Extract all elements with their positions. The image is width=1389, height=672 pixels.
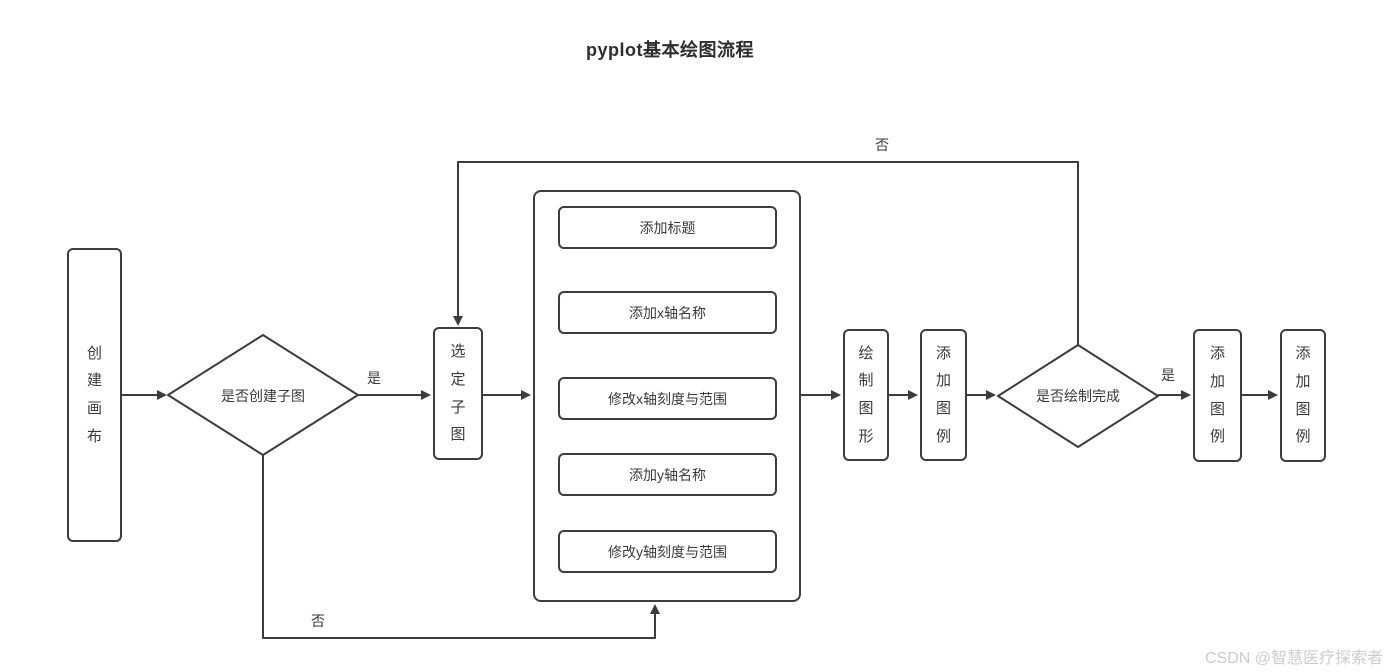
node-add-legend-1: 添加图例 xyxy=(920,329,967,461)
node-add-legend-3: 添加图例 xyxy=(1280,329,1326,462)
node-draw-figure-label: 绘制图形 xyxy=(858,344,874,445)
node-step-add-ylabel: 添加y轴名称 xyxy=(558,453,777,496)
diagram-title: pyplot基本绘图流程 xyxy=(586,40,754,60)
node-draw-figure: 绘制图形 xyxy=(843,329,889,461)
edge-label-no-complete: 否 xyxy=(873,135,891,155)
node-add-legend-1-label: 添加图例 xyxy=(936,344,952,445)
node-step-add-xlabel: 添加x轴名称 xyxy=(558,291,777,334)
node-create-canvas: 创建画布 xyxy=(67,248,122,542)
edge-decision1-no-return xyxy=(262,455,660,639)
node-step-add-title-label: 添加标题 xyxy=(639,219,696,236)
node-add-legend-2-label: 添加图例 xyxy=(1210,345,1226,446)
node-step-set-xticks-range-label: 修改x轴刻度与范围 xyxy=(608,390,727,407)
node-step-set-yticks-range-label: 修改y轴刻度与范围 xyxy=(608,543,727,560)
node-select-subplot: 选定子图 xyxy=(433,327,483,460)
watermark: CSDN @智慧医疗探索者 xyxy=(1204,650,1383,667)
node-step-set-yticks-range: 修改y轴刻度与范围 xyxy=(558,530,777,573)
node-decision-draw-complete-label: 是否绘制完成 xyxy=(1036,388,1120,404)
edge-label-yes-complete: 是 xyxy=(1159,365,1177,385)
node-decision-create-subplot-shape xyxy=(167,334,359,456)
node-step-add-xlabel-label: 添加x轴名称 xyxy=(629,304,706,321)
node-create-canvas-label: 创建画布 xyxy=(87,344,103,445)
edge-label-no-create: 否 xyxy=(309,611,327,631)
node-decision-create-subplot-label: 是否创建子图 xyxy=(221,388,305,404)
node-add-legend-2: 添加图例 xyxy=(1193,329,1242,462)
edge-decision2-no-return xyxy=(453,161,1079,345)
node-step-set-xticks-range: 修改x轴刻度与范围 xyxy=(558,377,777,420)
node-step-add-title: 添加标题 xyxy=(558,206,777,249)
edge-label-yes-create: 是 xyxy=(365,368,383,388)
node-add-legend-3-label: 添加图例 xyxy=(1295,345,1311,446)
node-decision-draw-complete-shape xyxy=(997,344,1159,448)
node-step-add-ylabel-label: 添加y轴名称 xyxy=(629,466,706,483)
node-select-subplot-label: 选定子图 xyxy=(450,343,466,444)
